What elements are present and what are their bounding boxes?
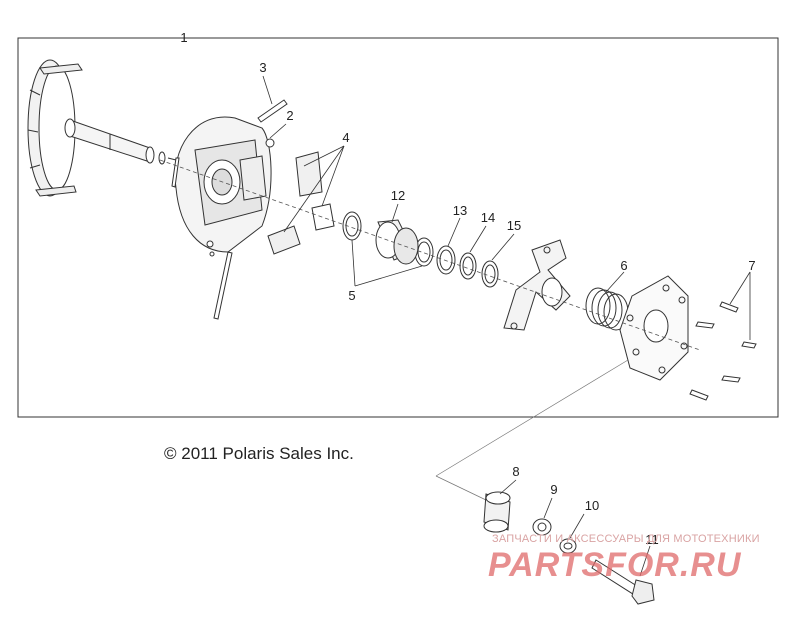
bearing-12	[375, 219, 419, 265]
callout-labels: 1 2 3 4 5 6 7 8 9 10 11 12 13 14 15	[180, 30, 755, 547]
callout-5: 5	[348, 288, 355, 303]
bolt-11	[591, 559, 655, 605]
shims	[436, 245, 499, 288]
alignment-axis	[159, 159, 701, 351]
callout-14: 14	[481, 210, 495, 225]
explode-lines	[435, 359, 629, 501]
pin-3	[257, 99, 288, 123]
callout-3: 3	[259, 60, 266, 75]
callout-15: 15	[507, 218, 521, 233]
drive-sheave	[27, 59, 166, 197]
callout-11: 11	[645, 532, 659, 547]
watermark-logo: PARTSFOR.RU	[488, 546, 742, 584]
callout-4: 4	[342, 130, 349, 145]
long-bolt	[213, 251, 233, 320]
washer-9	[532, 518, 552, 536]
weights-4	[267, 151, 323, 255]
spider	[503, 239, 571, 331]
copyright-notice: © 2011 Polaris Sales Inc.	[164, 444, 354, 463]
screw-2	[265, 138, 275, 148]
washer-10	[559, 538, 577, 554]
callout-1: 1	[180, 30, 187, 45]
bolts-7	[689, 301, 757, 401]
cover-plate	[619, 275, 689, 381]
callout-10: 10	[585, 498, 599, 513]
small-bolt	[171, 157, 180, 188]
movable-sheave	[167, 116, 272, 257]
callout-8: 8	[512, 464, 519, 479]
assembly-frame	[17, 37, 779, 418]
callout-6: 6	[620, 258, 627, 273]
leader-lines	[262, 75, 751, 577]
callout-7: 7	[748, 258, 755, 273]
callout-9: 9	[550, 482, 557, 497]
callout-12: 12	[391, 188, 405, 203]
watermark-tagline: ЗАПЧАСТИ И АКСЕССУАРЫ ДЛЯ МОТОТЕХНИКИ	[492, 533, 760, 545]
bushing	[311, 203, 335, 231]
sleeve-8	[483, 491, 511, 533]
callout-13: 13	[453, 203, 467, 218]
callout-2: 2	[286, 108, 293, 123]
